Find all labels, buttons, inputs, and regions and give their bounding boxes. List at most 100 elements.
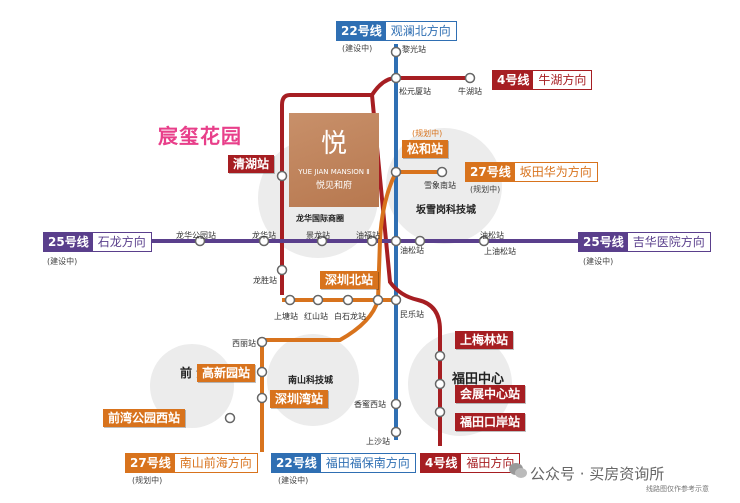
station-xuexiangnan (436, 166, 448, 178)
badge-27-south-num: 27号线 (126, 454, 175, 472)
area-label-futian: 福田中心 (452, 372, 505, 387)
station-shangyousong (478, 235, 490, 247)
map-note: 线路图仅作参考示意 (646, 485, 709, 493)
project-logo: 悦 (320, 129, 347, 159)
line-4-west (280, 93, 372, 295)
badge-22-north-note: (建设中) (342, 44, 373, 53)
tag-songhe-note: (规划中) (412, 129, 443, 138)
project-card: 悦 YUE JIAN MANSION Ⅱ 悦见和府 (289, 113, 379, 207)
badge-22-north-dir: 观澜北方向 (390, 24, 451, 38)
area-circle-futian (408, 332, 512, 436)
label-shangyousong: 上油松站 (484, 247, 516, 256)
label-xili: 西丽站 (232, 339, 256, 348)
station-xiangmixi (390, 398, 402, 410)
badge-22-north-num: 22号线 (337, 22, 386, 40)
badge-27-south-note: (规划中) (132, 476, 163, 485)
station-longhuagongyuan (194, 235, 206, 247)
area-label-nanshan: 南山科技城 (288, 376, 334, 386)
watermark-text: 公众号 · 买房资询所 (530, 465, 665, 483)
station-songhe (390, 166, 402, 178)
badge-27-south: 27号线 南山前海方向 (125, 453, 258, 473)
badge-22-south: 22号线 福田福保南方向 (271, 453, 416, 473)
tag-shenzhenwan: 深圳湾站 (270, 390, 329, 408)
badge-4-south: 4号线 福田方向 (420, 453, 521, 473)
badge-25-east-note: (建设中) (583, 257, 614, 266)
badge-25-east-num: 25号线 (579, 233, 628, 251)
label-youfu: 油福站 (356, 231, 380, 240)
label-hongshan: 红山站 (304, 312, 328, 321)
station-shenzhenwan (256, 392, 268, 404)
station-xili (256, 336, 268, 348)
station-youtian-e (414, 235, 426, 247)
badge-4-south-dir: 福田方向 (466, 456, 515, 470)
project-title: 宸玺花园 (158, 124, 242, 148)
label-shangsha: 上沙站 (366, 437, 390, 446)
area-label-longhua: 龙华国际商圈 (296, 214, 344, 223)
label-niuhu: 牛湖站 (458, 87, 482, 96)
label-minle: 民乐站 (400, 310, 424, 319)
label-baishilong: 白石龙站 (334, 312, 366, 321)
station-gaoxinyuan (256, 366, 268, 378)
station-songyuansha (390, 72, 402, 84)
badge-27-north-dir: 坂田华为方向 (519, 165, 592, 179)
badge-25-west-num: 25号线 (44, 233, 93, 251)
wechat-icon (509, 463, 527, 478)
station-futiankouan (434, 406, 446, 418)
station-huizhan (434, 378, 446, 390)
tag-songhe: 松和站 (402, 140, 449, 158)
station-shangtang (284, 294, 296, 306)
station-longhua (258, 235, 270, 247)
station-shenzhenbei (372, 294, 384, 306)
label-youtian-e: 油松站 (480, 231, 504, 240)
badge-4-north-dir: 牛湖方向 (538, 73, 587, 87)
badge-4-north: 4号线 牛湖方向 (492, 70, 593, 90)
badge-25-east: 25号线 吉华医院方向 (578, 232, 711, 252)
badge-27-north: 27号线 坂田华为方向 (465, 162, 598, 182)
label-longhuagongyuan: 龙华公园站 (176, 231, 216, 240)
station-qinghu (276, 170, 288, 182)
label-songyuansha: 松元厦站 (399, 87, 431, 96)
station-minle (390, 294, 402, 306)
label-liguang: 黎光站 (402, 45, 426, 54)
station-shangmeilin (434, 350, 446, 362)
badge-25-west-dir: 石龙方向 (97, 235, 146, 249)
station-qianwan (224, 412, 236, 424)
badge-27-north-note: (规划中) (470, 185, 501, 194)
tag-futiankouan: 福田口岸站 (455, 413, 526, 431)
badge-22-south-note: (建设中) (278, 476, 309, 485)
badge-22-south-dir: 福田福保南方向 (325, 456, 410, 470)
label-youtian: 油松站 (400, 246, 424, 255)
tag-huizhan: 会展中心站 (455, 385, 526, 403)
area-label-bantian: 坂雪岗科技城 (416, 205, 476, 216)
label-jinglong: 景龙站 (306, 231, 330, 240)
tag-qinghu: 清湖站 (228, 155, 275, 173)
tag-shangmeilin: 上梅林站 (455, 331, 514, 349)
project-name-en: YUE JIAN MANSION Ⅱ (298, 168, 370, 176)
label-xiangmixi: 香蜜西站 (354, 400, 386, 409)
label-xuexiangnan: 雪象南站 (424, 181, 456, 190)
line-4 (369, 76, 470, 446)
station-hongshan (312, 294, 324, 306)
station-jinglong (316, 235, 328, 247)
badge-25-west: 25号线 石龙方向 (43, 232, 152, 252)
station-longsheng (276, 264, 288, 276)
station-liguang (390, 46, 402, 58)
badge-25-west-note: (建设中) (47, 257, 78, 266)
project-name-cn: 悦见和府 (315, 181, 352, 191)
label-longsheng: 龙胜站 (253, 276, 277, 285)
badge-27-north-num: 27号线 (466, 163, 515, 181)
station-baishilong (342, 294, 354, 306)
badge-22-south-num: 22号线 (272, 454, 321, 472)
station-shangsha (390, 426, 402, 438)
badge-25-east-dir: 吉华医院方向 (632, 235, 705, 249)
badge-4-south-num: 4号线 (421, 454, 462, 472)
badge-27-south-dir: 南山前海方向 (179, 456, 252, 470)
label-shangtang: 上塘站 (274, 312, 298, 321)
badge-22-north: 22号线 观澜北方向 (336, 21, 457, 41)
station-youtian (390, 235, 402, 247)
badge-4-north-num: 4号线 (493, 71, 534, 89)
tag-shenzhenbei: 深圳北站 (320, 271, 379, 289)
label-longhua: 龙华站 (252, 231, 276, 240)
tag-gaoxinyuan: 高新园站 (197, 364, 256, 382)
station-youfu (366, 235, 378, 247)
